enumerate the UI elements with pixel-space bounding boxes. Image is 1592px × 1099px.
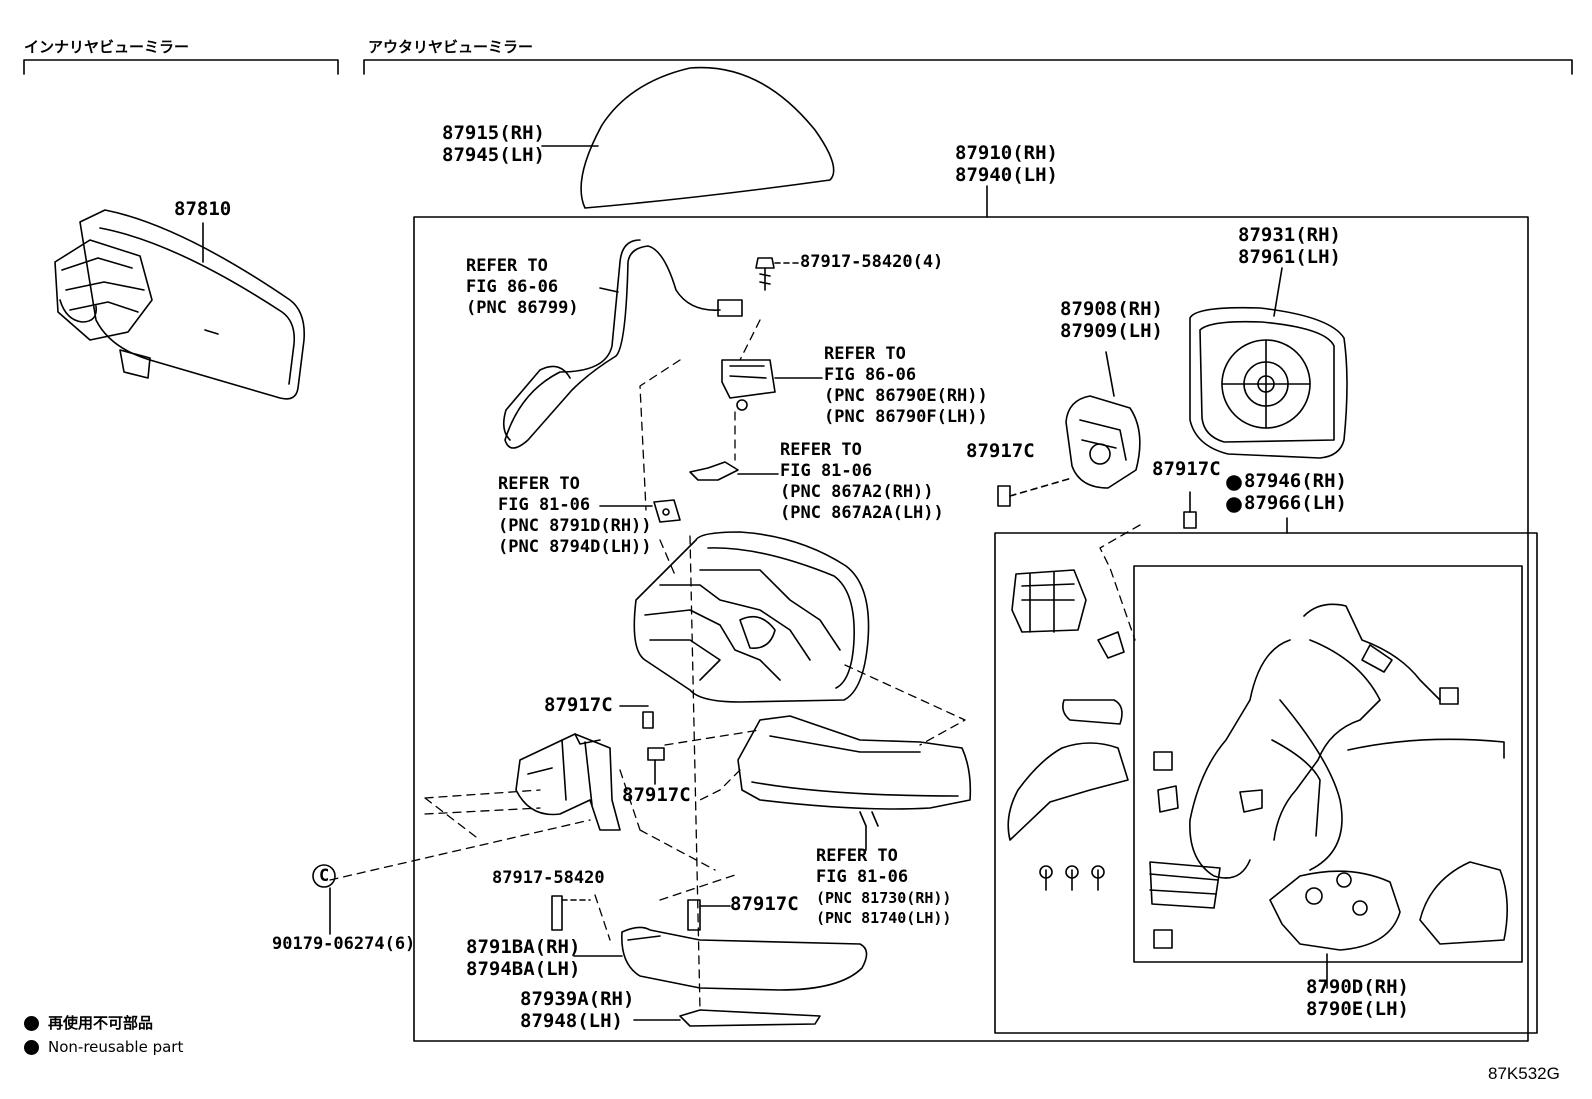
part-87908: 87908(RH)	[1060, 298, 1163, 320]
part-87961: 87961(LH)	[1238, 246, 1341, 268]
bullet-icon	[24, 1039, 39, 1055]
figure-code: 87K532G	[1488, 1064, 1560, 1083]
refer-line: REFER TO	[824, 344, 906, 364]
refer-line: (PNC 81740(LH))	[816, 909, 952, 927]
refer-line: FIG 86-06	[466, 277, 559, 297]
lower-cover-drawing	[621, 926, 868, 991]
part-87917-58420: 87917-58420	[492, 868, 605, 888]
mirror-housing-drawing	[633, 531, 870, 703]
section-brackets	[23, 59, 1573, 75]
part-87917-58420-4: 87917-58420(4)	[800, 252, 944, 272]
refer-line: REFER TO	[816, 846, 898, 866]
refer-line: (PNC 86799)	[466, 298, 579, 318]
part-8794ba: 8794BA(LH)	[466, 958, 581, 980]
part-87917c-housing: 87917C	[544, 694, 613, 716]
part-87946: 87946(RH)	[1244, 470, 1347, 492]
part-87948: 87948(LH)	[520, 1010, 623, 1032]
part-87917c-actuator: 87917C	[966, 440, 1035, 462]
part-87917c-right: 87917C	[1152, 458, 1221, 480]
inner-mirror-drawing	[54, 209, 306, 400]
part-8791ba: 8791BA(RH)	[466, 936, 581, 958]
clip-drawing	[689, 461, 739, 481]
part-8790e: 8790E(LH)	[1306, 998, 1409, 1020]
refer-line: FIG 81-06	[780, 461, 873, 481]
part-87940: 87940(LH)	[955, 164, 1058, 186]
screw-drawing	[755, 257, 775, 291]
refer-line: REFER TO	[466, 256, 548, 276]
inner-kit-frame	[1133, 565, 1523, 963]
harness-cable-drawing	[502, 239, 743, 449]
legend-en: Non-reusable part	[24, 1037, 183, 1057]
sub-assembly-drawing	[1007, 569, 1129, 891]
refer-line: (PNC 81730(RH))	[816, 889, 952, 907]
part-87966: 87966(LH)	[1244, 492, 1347, 514]
part-8790d: 8790D(RH)	[1306, 976, 1409, 998]
refer-line: FIG 86-06	[824, 365, 917, 385]
part-87945: 87945(LH)	[442, 144, 545, 166]
mirror-cover-drawing	[580, 66, 835, 209]
part-87939a: 87939A(RH)	[520, 988, 635, 1010]
mirror-glass-drawing	[1189, 306, 1348, 459]
bracket-drawing	[653, 499, 681, 523]
non-reusable-dot-icon	[1226, 497, 1242, 513]
refer-86790: REFER TO FIG 86-06 (PNC 86790E(RH)) (PNC…	[824, 344, 988, 428]
kit-parts-drawing	[1149, 603, 1508, 951]
section-title-outer-mirror: アウタリヤビューミラー	[368, 38, 534, 56]
legend-jp: 再使用不可部品	[24, 1013, 153, 1033]
sub-assembly-frame	[994, 532, 1538, 1034]
turn-signal-drawing	[737, 715, 972, 827]
refer-86799: REFER TO FIG 86-06 (PNC 86799)	[466, 256, 579, 319]
clip-c-letter: C	[319, 866, 330, 886]
actuator-drawing	[1065, 395, 1141, 489]
refer-line: (PNC 867A2(RH))	[780, 482, 934, 502]
refer-line: REFER TO	[498, 474, 580, 494]
connector-drawing	[721, 359, 776, 411]
refer-line: (PNC 867A2A(LH))	[780, 503, 944, 523]
part-87917c-lower: 87917C	[730, 893, 799, 915]
outer-mirror-frame	[413, 216, 1529, 1042]
refer-line: (PNC 86790F(LH))	[824, 407, 988, 427]
assembly-guides	[329, 319, 1141, 1011]
bullet-icon	[24, 1015, 39, 1031]
part-90179-06274: 90179-06274(6)	[272, 934, 416, 954]
refer-line: FIG 81-06	[498, 495, 591, 515]
refer-8791d: REFER TO FIG 81-06 (PNC 8791D(RH)) (PNC …	[498, 474, 652, 558]
clip-c-icon	[312, 864, 336, 888]
non-reusable-dot-icon	[1226, 475, 1242, 491]
refer-81730: REFER TO FIG 81-06 (PNC 81730(RH)) (PNC …	[816, 846, 951, 928]
part-87909: 87909(LH)	[1060, 320, 1163, 342]
refer-line: (PNC 8791D(RH))	[498, 516, 652, 536]
legend-en-text: Non-reusable part	[48, 1038, 184, 1056]
part-87931: 87931(RH)	[1238, 224, 1341, 246]
gasket-drawing	[679, 1009, 821, 1027]
refer-line: FIG 81-06	[816, 867, 909, 887]
refer-line: (PNC 8794D(LH))	[498, 537, 652, 557]
part-87915: 87915(RH)	[442, 122, 545, 144]
refer-867a2: REFER TO FIG 81-06 (PNC 867A2(RH)) (PNC …	[780, 440, 944, 524]
part-87810: 87810	[174, 198, 232, 220]
legend-jp-text: 再使用不可部品	[48, 1014, 154, 1032]
section-title-inner-mirror: インナリヤビューミラー	[24, 38, 190, 56]
base-bracket-drawing	[515, 733, 621, 831]
part-87910: 87910(RH)	[955, 142, 1058, 164]
refer-line: REFER TO	[780, 440, 862, 460]
part-87917c-bracket: 87917C	[622, 784, 691, 806]
refer-line: (PNC 86790E(RH))	[824, 386, 988, 406]
